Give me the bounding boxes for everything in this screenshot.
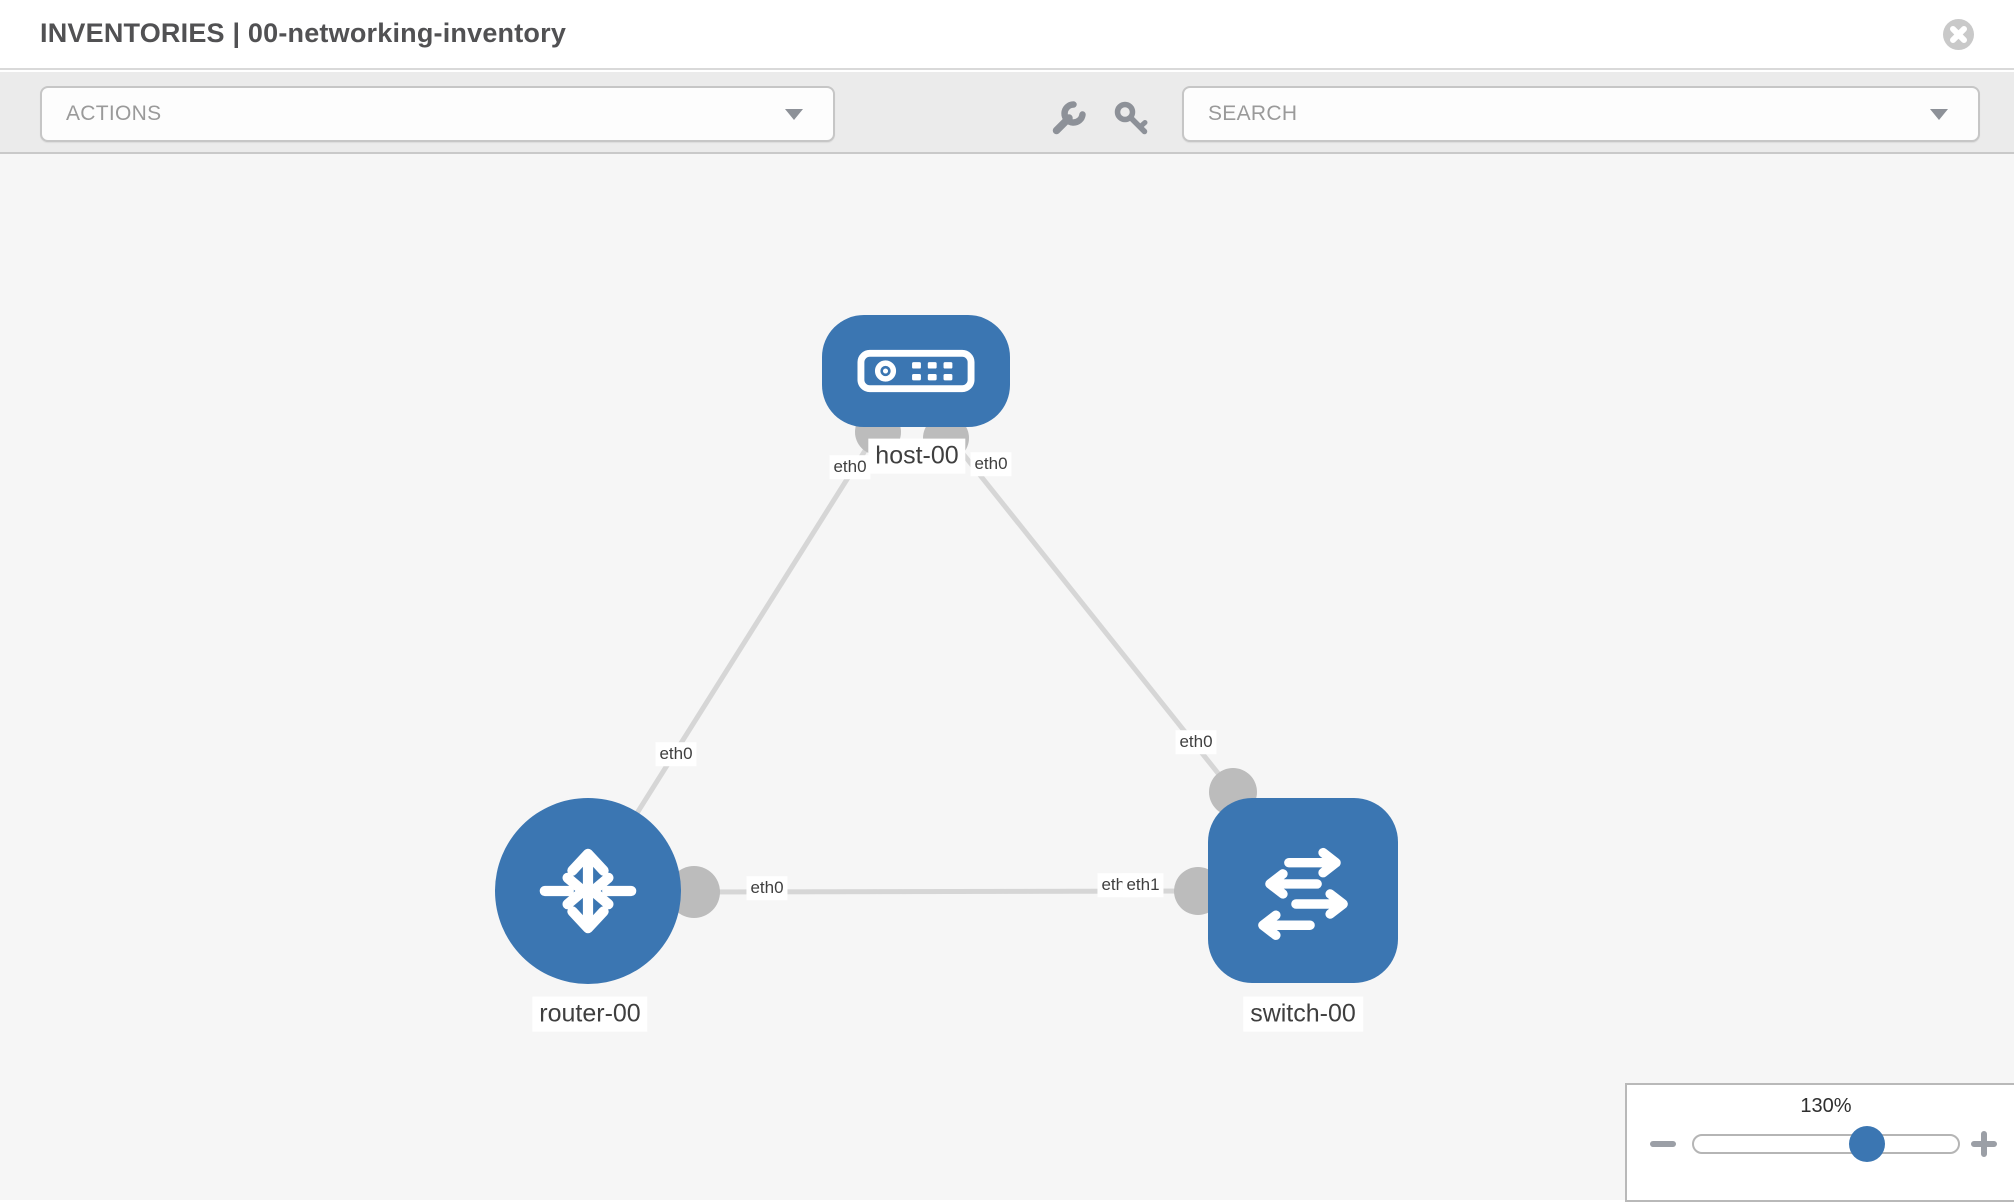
close-button[interactable] xyxy=(1943,19,1974,50)
search-dropdown[interactable]: SEARCH xyxy=(1182,86,1980,142)
host-icon xyxy=(857,349,975,393)
links-layer xyxy=(585,409,1257,918)
zoom-in-button[interactable] xyxy=(1966,1126,2002,1162)
zoom-level-label: 130% xyxy=(1800,1095,1852,1117)
minus-icon xyxy=(1650,1141,1676,1147)
port-label-switch-eth1: eth1 xyxy=(1122,873,1164,897)
zoom-slider[interactable] xyxy=(1692,1126,1960,1162)
port-label-host-eth0-right: eth0 xyxy=(970,452,1012,476)
configure-button[interactable] xyxy=(1048,99,1088,139)
node-router-00[interactable] xyxy=(495,798,681,984)
node-label-host-00: host-00 xyxy=(868,438,966,474)
close-icon xyxy=(1943,19,1974,50)
actions-dropdown-label: ACTIONS xyxy=(66,102,162,125)
zoom-out-button[interactable] xyxy=(1645,1126,1681,1162)
node-label-switch-00: switch-00 xyxy=(1243,996,1363,1032)
router-icon xyxy=(539,848,637,934)
switch-icon xyxy=(1258,847,1348,940)
connector-router-eth0[interactable] xyxy=(668,866,720,918)
toolbar: ACTIONS SEARCH xyxy=(0,72,2014,154)
topology-canvas[interactable]: eth0 eth0 eth0 eth0 eth0 eth0 eth1 host-… xyxy=(0,154,2014,1200)
node-switch-00[interactable] xyxy=(1208,798,1398,983)
actions-dropdown[interactable]: ACTIONS xyxy=(40,86,835,142)
zoom-panel: 130% xyxy=(1625,1083,2014,1202)
zoom-slider-thumb[interactable] xyxy=(1849,1126,1885,1162)
key-icon xyxy=(1114,101,1148,135)
port-label-host-router-eth0: eth0 xyxy=(655,742,697,766)
page-title: INVENTORIES | 00-networking-inventory xyxy=(40,18,567,48)
port-label-router-eth0: eth0 xyxy=(746,876,788,900)
port-label-host-switch-eth0: eth0 xyxy=(1175,730,1217,754)
node-host-00[interactable] xyxy=(822,315,1010,427)
plus-icon xyxy=(1971,1131,1997,1157)
chevron-down-icon xyxy=(1930,109,1948,120)
header: INVENTORIES | 00-networking-inventory xyxy=(0,0,2014,70)
port-label-host-eth0-left: eth0 xyxy=(829,455,871,479)
node-label-router-00: router-00 xyxy=(532,996,648,1032)
wrench-icon xyxy=(1052,101,1086,135)
search-placeholder: SEARCH xyxy=(1208,102,1298,125)
chevron-down-icon xyxy=(785,109,803,120)
credentials-button[interactable] xyxy=(1112,99,1152,139)
